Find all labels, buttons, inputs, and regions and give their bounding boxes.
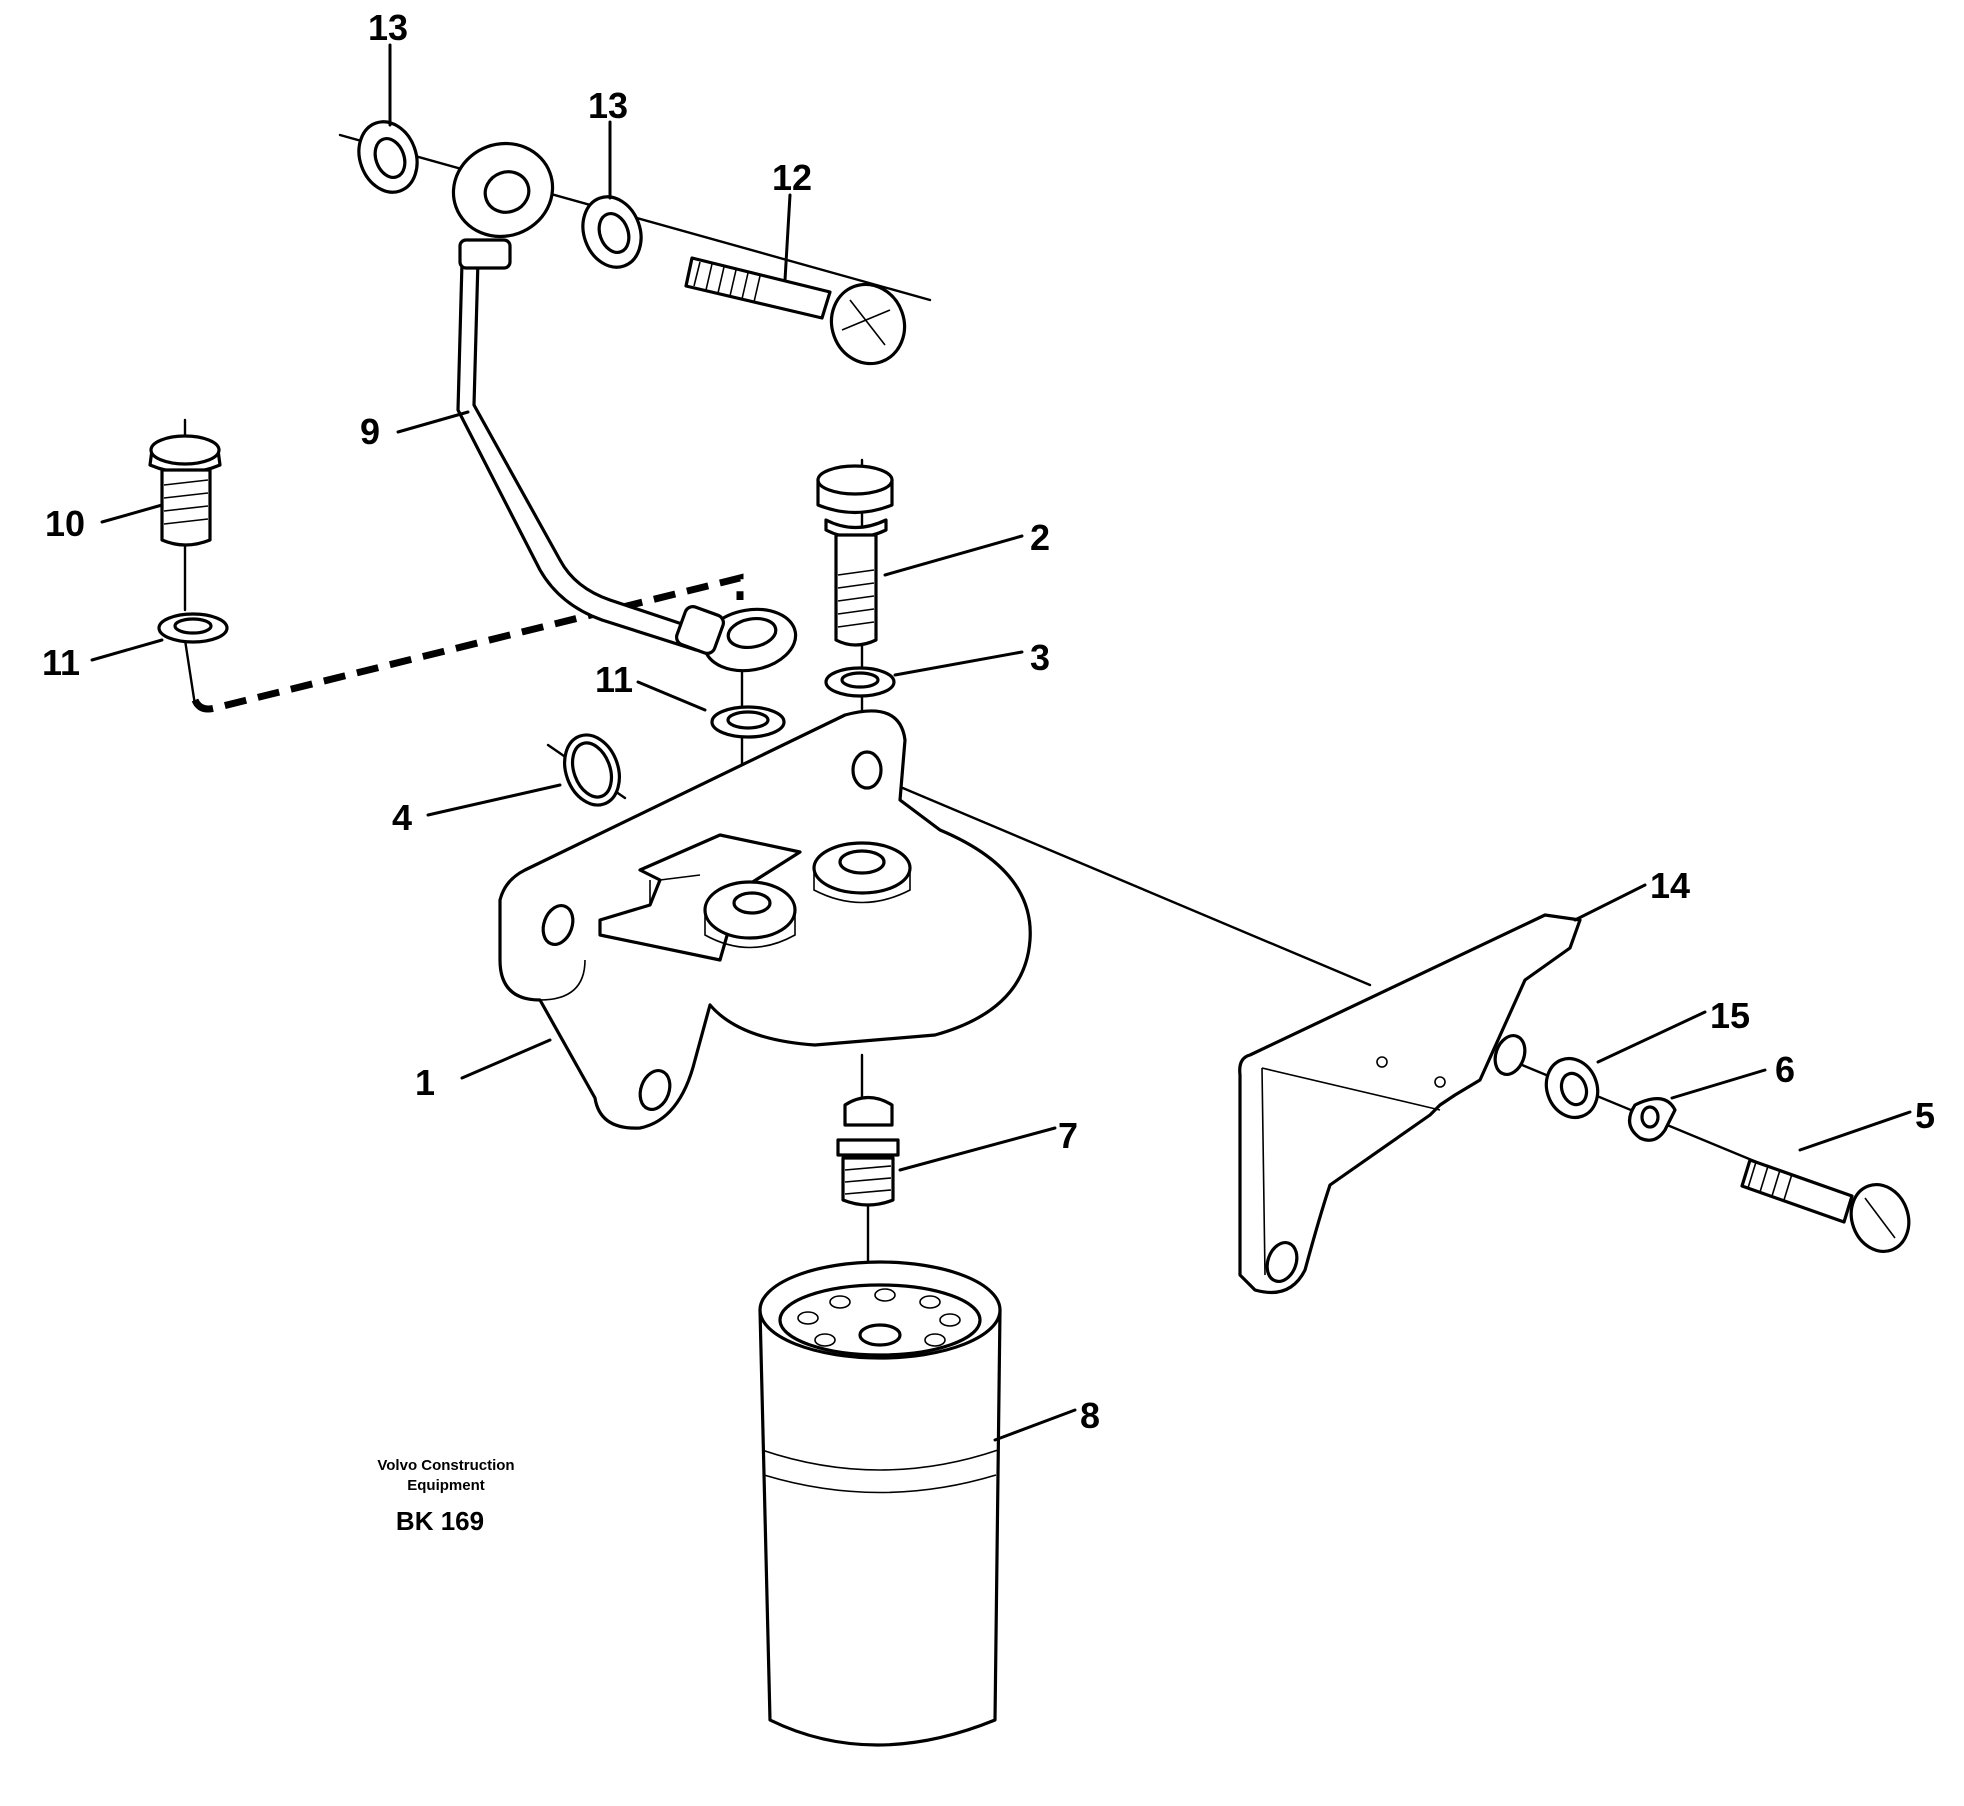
centre-lines [183,133,1802,1312]
part-13-washer-left [357,120,419,194]
callout-14: 14 [1650,865,1690,906]
callout-9: 9 [360,411,380,452]
part-6-lock-washer [1628,1097,1677,1142]
callout-4: 4 [392,797,412,838]
credit-line-2: Equipment [407,1477,485,1494]
part-11-washer-left [157,612,229,644]
credit-block: Volvo Construction Equipment BK 169 [377,1457,514,1536]
callout-12: 12 [772,157,812,198]
drawing-code: BK 169 [396,1506,484,1536]
callout-15: 15 [1710,995,1750,1036]
part-8-oil-filter [758,1260,1002,1747]
callout-5: 5 [1915,1095,1935,1136]
part-12-banjo-bolt [684,256,907,366]
part-3-washer [824,666,896,698]
callout-3: 3 [1030,637,1050,678]
callout-13-left: 13 [368,7,408,48]
part-13-washer-right [581,195,643,269]
part-7-nipple [836,1095,900,1207]
dashed-connection-line [191,573,744,713]
callout-11-left: 11 [42,642,80,683]
callout-7: 7 [1058,1115,1078,1156]
callout-2: 2 [1030,517,1050,558]
callout-6: 6 [1775,1049,1795,1090]
part-9-oil-pipe [451,141,798,673]
part-11-washer-middle [710,705,786,739]
callout-1: 1 [415,1062,435,1103]
callout-labels: 13 13 12 9 10 11 11 2 3 4 1 7 8 14 15 6 … [42,7,1935,1436]
part-14-bracket [1238,913,1582,1295]
callout-13-right: 13 [588,85,628,126]
part-15-washer [1544,1056,1600,1120]
part-5-bolt [1740,1158,1911,1253]
part-4-o-ring [563,733,621,807]
callout-10: 10 [45,503,85,544]
credit-line-1: Volvo Construction [377,1457,514,1474]
leader-lines [90,43,1912,1442]
part-10-plug [148,434,222,547]
part-1-filter-head [498,709,1032,1130]
callout-11-middle: 11 [595,659,633,700]
callout-8: 8 [1080,1395,1100,1436]
part-2-bolt [816,464,894,647]
